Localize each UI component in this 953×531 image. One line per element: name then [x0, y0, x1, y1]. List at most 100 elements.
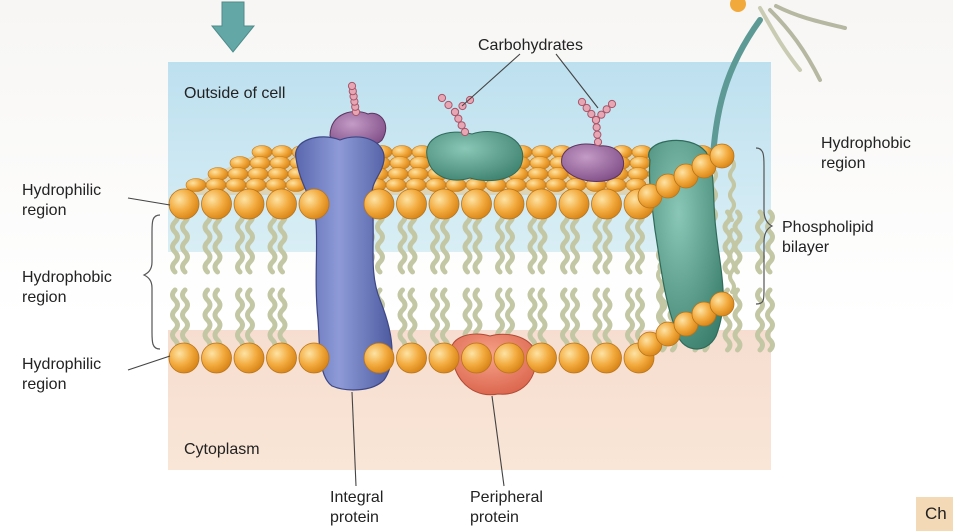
phosphate-head [527, 189, 557, 219]
lipid-tail [605, 290, 610, 350]
sugar-bead [594, 131, 601, 138]
hydrophobic-left-line2: region [22, 288, 112, 308]
lipid-tail [498, 212, 503, 272]
phosphate-head [234, 189, 264, 219]
sugar-bead [438, 94, 445, 101]
phosphate-head [299, 189, 329, 219]
lipid-tail [205, 212, 210, 272]
carbohydrates-label: Carbohydrates [478, 36, 583, 56]
hydrophobic-right-line2: region [821, 154, 911, 174]
phosphate-head [592, 189, 622, 219]
sugar-bead [594, 138, 601, 145]
lipid-tail [280, 290, 285, 350]
phosphate-head [364, 189, 394, 219]
lipid-tail [173, 290, 178, 350]
phosphate-head [462, 189, 492, 219]
phosphate-head [494, 189, 524, 219]
phosphate-head [169, 343, 199, 373]
hydrophobic-left-line1: Hydrophobic [22, 268, 112, 288]
lipid-tail [638, 212, 643, 272]
hydrophobic-right-line1: Hydrophobic [821, 134, 911, 154]
sugar-bead [348, 82, 355, 89]
left-brackets [144, 215, 160, 349]
phosphate-head [710, 144, 734, 168]
phosphate-head [397, 343, 427, 373]
lipid-tail [215, 290, 220, 350]
lipid-tail [758, 290, 763, 350]
lipid-tail [605, 212, 610, 272]
lipid-tail [475, 212, 480, 272]
phosphate-head [169, 189, 199, 219]
lipid-tail [530, 290, 535, 350]
lipid-tail [730, 230, 734, 292]
phosphate-head [559, 343, 589, 373]
hydrophobic-right-label: Hydrophobic region [821, 134, 911, 174]
outside-of-cell-label: Outside of cell [184, 84, 285, 104]
phosphate-head [462, 343, 492, 373]
surface-head [386, 179, 406, 192]
lipid-tail [658, 270, 662, 332]
lipid-tail [730, 160, 734, 220]
integral-protein-line1: Integral [330, 488, 383, 508]
lipid-tail [735, 290, 740, 350]
lipid-tail [410, 212, 415, 272]
lipid-tail [735, 212, 740, 272]
lipid-tail [433, 212, 438, 272]
phospholipid-bilayer-line1: Phospholipid [782, 218, 874, 238]
phosphate-head [494, 343, 524, 373]
phosphate-head [559, 189, 589, 219]
phosphate-head [267, 189, 297, 219]
phosphate-head [710, 292, 734, 316]
peripheral-protein-label: Peripheral protein [470, 488, 543, 528]
lipid-tail [400, 212, 405, 272]
lipid-tail [725, 212, 730, 272]
lipid-tail [563, 212, 568, 272]
phosphate-head [202, 343, 232, 373]
lipid-tail [573, 212, 578, 272]
sugar-bead [445, 101, 452, 108]
hydrophobic-left-label: Hydrophobic region [22, 268, 112, 308]
lipid-tail [595, 212, 600, 272]
lipid-tail [628, 290, 633, 350]
lipid-tail [238, 290, 243, 350]
phosphate-head [429, 343, 459, 373]
lipid-tail [628, 212, 633, 272]
lipid-tail [215, 212, 220, 272]
lipid-tail [530, 212, 535, 272]
lipid-tail [270, 290, 275, 350]
cytoplasm-label: Cytoplasm [184, 440, 260, 460]
phosphate-head [364, 343, 394, 373]
hydrophilic-bottom-line2: region [22, 375, 101, 395]
lipid-tail [573, 290, 578, 350]
surface-head [226, 179, 246, 192]
lipid-tail [540, 290, 545, 350]
lipid-tail [768, 212, 773, 272]
lipid-tail [378, 212, 383, 272]
sugar-bead [458, 122, 465, 129]
integral-protein-label: Integral protein [330, 488, 383, 528]
lipid-tail [563, 290, 568, 350]
phosphate-head [267, 343, 297, 373]
lipid-tail [465, 212, 470, 272]
hydrophilic-top-line1: Hydrophilic [22, 181, 101, 201]
lipid-tail [758, 212, 763, 272]
green-glycoprotein-center [427, 132, 523, 181]
lipid-tail [238, 212, 243, 272]
phospholipid-bilayer-line2: bilayer [782, 238, 874, 258]
lipid-tail [410, 290, 415, 350]
phospholipid-bilayer-label: Phospholipid bilayer [782, 218, 874, 258]
sugar-bead [608, 100, 615, 107]
chapter-tab: Ch [916, 497, 953, 531]
lipid-tail [183, 290, 188, 350]
surface-head [546, 179, 566, 192]
integral-protein-line2: protein [330, 508, 383, 528]
hydrophilic-bottom-label: Hydrophilic region [22, 355, 101, 395]
phosphate-head [202, 189, 232, 219]
lipid-tail [443, 212, 448, 272]
sugar-bead [461, 128, 468, 135]
phosphate-heads-bottom-row [169, 343, 654, 373]
lipid-tail [248, 290, 253, 350]
hydrophilic-top-line2: region [22, 201, 101, 221]
lipid-tail [173, 212, 178, 272]
